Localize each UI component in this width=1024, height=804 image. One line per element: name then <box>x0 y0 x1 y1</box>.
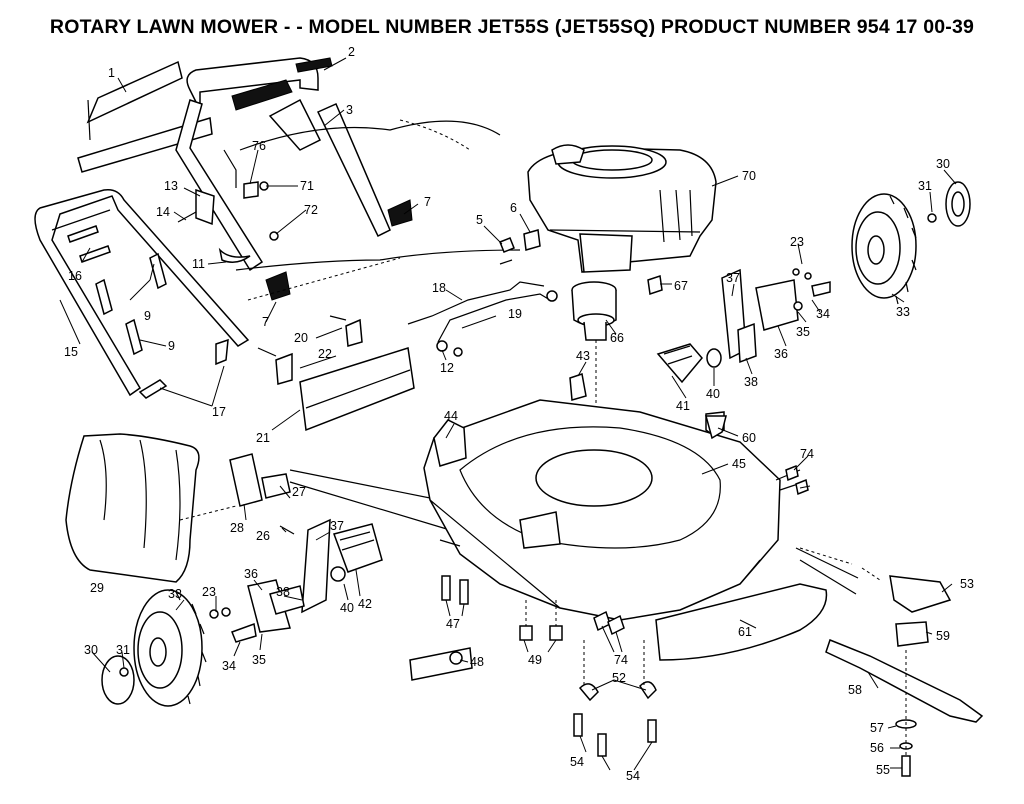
callout-40: 40 <box>340 601 354 615</box>
part-height-adjuster-left <box>247 518 383 633</box>
callout-20: 20 <box>294 331 308 345</box>
part-mower-deck <box>423 399 805 621</box>
callout-7: 7 <box>424 195 431 209</box>
callout-15: 15 <box>64 345 78 359</box>
part-handle-bolts <box>67 149 291 399</box>
part-throttle-cable <box>235 119 521 271</box>
callout-7: 7 <box>262 315 269 329</box>
part-control-rods <box>407 229 663 357</box>
callout-31: 31 <box>116 643 130 657</box>
callout-16: 16 <box>68 269 82 283</box>
part-height-adjuster-right <box>656 268 831 384</box>
callout-23: 23 <box>790 235 804 249</box>
callout-54: 54 <box>570 755 584 769</box>
callout-66: 66 <box>610 331 624 345</box>
callout-5: 5 <box>476 213 483 227</box>
callout-36: 36 <box>244 567 258 581</box>
callout-13: 13 <box>164 179 178 193</box>
part-handle-decal <box>77 60 213 173</box>
part-blade-assembly <box>825 567 984 777</box>
callout-67: 67 <box>674 279 688 293</box>
callout-29: 29 <box>90 581 104 595</box>
callout-22: 22 <box>318 347 332 361</box>
callout-30: 30 <box>936 157 950 171</box>
callout-34: 34 <box>222 659 236 673</box>
callout-1: 1 <box>108 66 115 80</box>
callout-44: 44 <box>444 409 458 423</box>
callout-36: 36 <box>774 347 788 361</box>
part-control-bail <box>268 98 413 238</box>
callout-9: 9 <box>168 339 175 353</box>
callout-45: 45 <box>732 457 746 471</box>
callout-59: 59 <box>936 629 950 643</box>
callout-70: 70 <box>742 169 756 183</box>
callout-72: 72 <box>304 203 318 217</box>
callout-17: 17 <box>212 405 226 419</box>
callout-42: 42 <box>358 597 372 611</box>
callout-31: 31 <box>918 179 932 193</box>
callout-30: 30 <box>84 643 98 657</box>
callout-40: 40 <box>706 387 720 401</box>
part-bag-frame <box>179 453 451 535</box>
callout-21: 21 <box>256 431 270 445</box>
callout-41: 41 <box>676 399 690 413</box>
callout-labels: 1 2 3 5 6 7 7 9 9 11 12 13 14 15 16 17 1… <box>64 45 974 783</box>
part-side-chute <box>655 547 859 661</box>
callout-37: 37 <box>330 519 344 533</box>
callout-3: 3 <box>346 103 353 117</box>
callout-37: 37 <box>726 271 740 285</box>
callout-74: 74 <box>614 653 628 667</box>
leader-lines <box>59 57 957 771</box>
callout-28: 28 <box>230 521 244 535</box>
callout-57: 57 <box>870 721 884 735</box>
callout-35: 35 <box>796 325 810 339</box>
callout-76: 76 <box>252 139 266 153</box>
part-engine <box>527 144 717 273</box>
callout-33: 33 <box>896 305 910 319</box>
callout-48: 48 <box>470 655 484 669</box>
callout-60: 60 <box>742 431 756 445</box>
part-rear-wheel-right <box>851 181 971 305</box>
callout-9: 9 <box>144 309 151 323</box>
callout-27: 27 <box>292 485 306 499</box>
part-lower-handle <box>34 188 250 397</box>
part-rear-deflector <box>247 257 415 432</box>
callout-18: 18 <box>432 281 446 295</box>
callout-14: 14 <box>156 205 170 219</box>
callout-35: 35 <box>252 653 266 667</box>
callout-53: 53 <box>960 577 974 591</box>
callout-52: 52 <box>612 671 626 685</box>
callout-23: 23 <box>202 585 216 599</box>
callout-54: 54 <box>626 769 640 783</box>
callout-71: 71 <box>300 179 314 193</box>
callout-26: 26 <box>256 529 270 543</box>
callout-49: 49 <box>528 653 542 667</box>
callout-56: 56 <box>870 741 884 755</box>
page-title: ROTARY LAWN MOWER - - MODEL NUMBER JET55… <box>49 16 975 38</box>
callout-2: 2 <box>348 45 355 59</box>
callout-74: 74 <box>800 447 814 461</box>
callout-12: 12 <box>440 361 454 375</box>
part-rear-wheel-left <box>101 589 257 707</box>
callout-11: 11 <box>192 257 205 271</box>
callout-6: 6 <box>510 201 517 215</box>
callout-58: 58 <box>848 683 862 697</box>
part-upper-handle <box>175 57 333 272</box>
callout-34: 34 <box>816 307 830 321</box>
part-deck-hardware <box>409 415 809 757</box>
callout-43: 43 <box>576 349 590 363</box>
callout-33: 33 <box>168 587 182 601</box>
callout-19: 19 <box>508 307 522 321</box>
callout-47: 47 <box>446 617 460 631</box>
part-grass-bag <box>65 433 200 583</box>
callout-55: 55 <box>876 763 890 777</box>
callout-38: 38 <box>744 375 758 389</box>
callout-38: 38 <box>276 585 290 599</box>
callout-61: 61 <box>738 625 752 639</box>
